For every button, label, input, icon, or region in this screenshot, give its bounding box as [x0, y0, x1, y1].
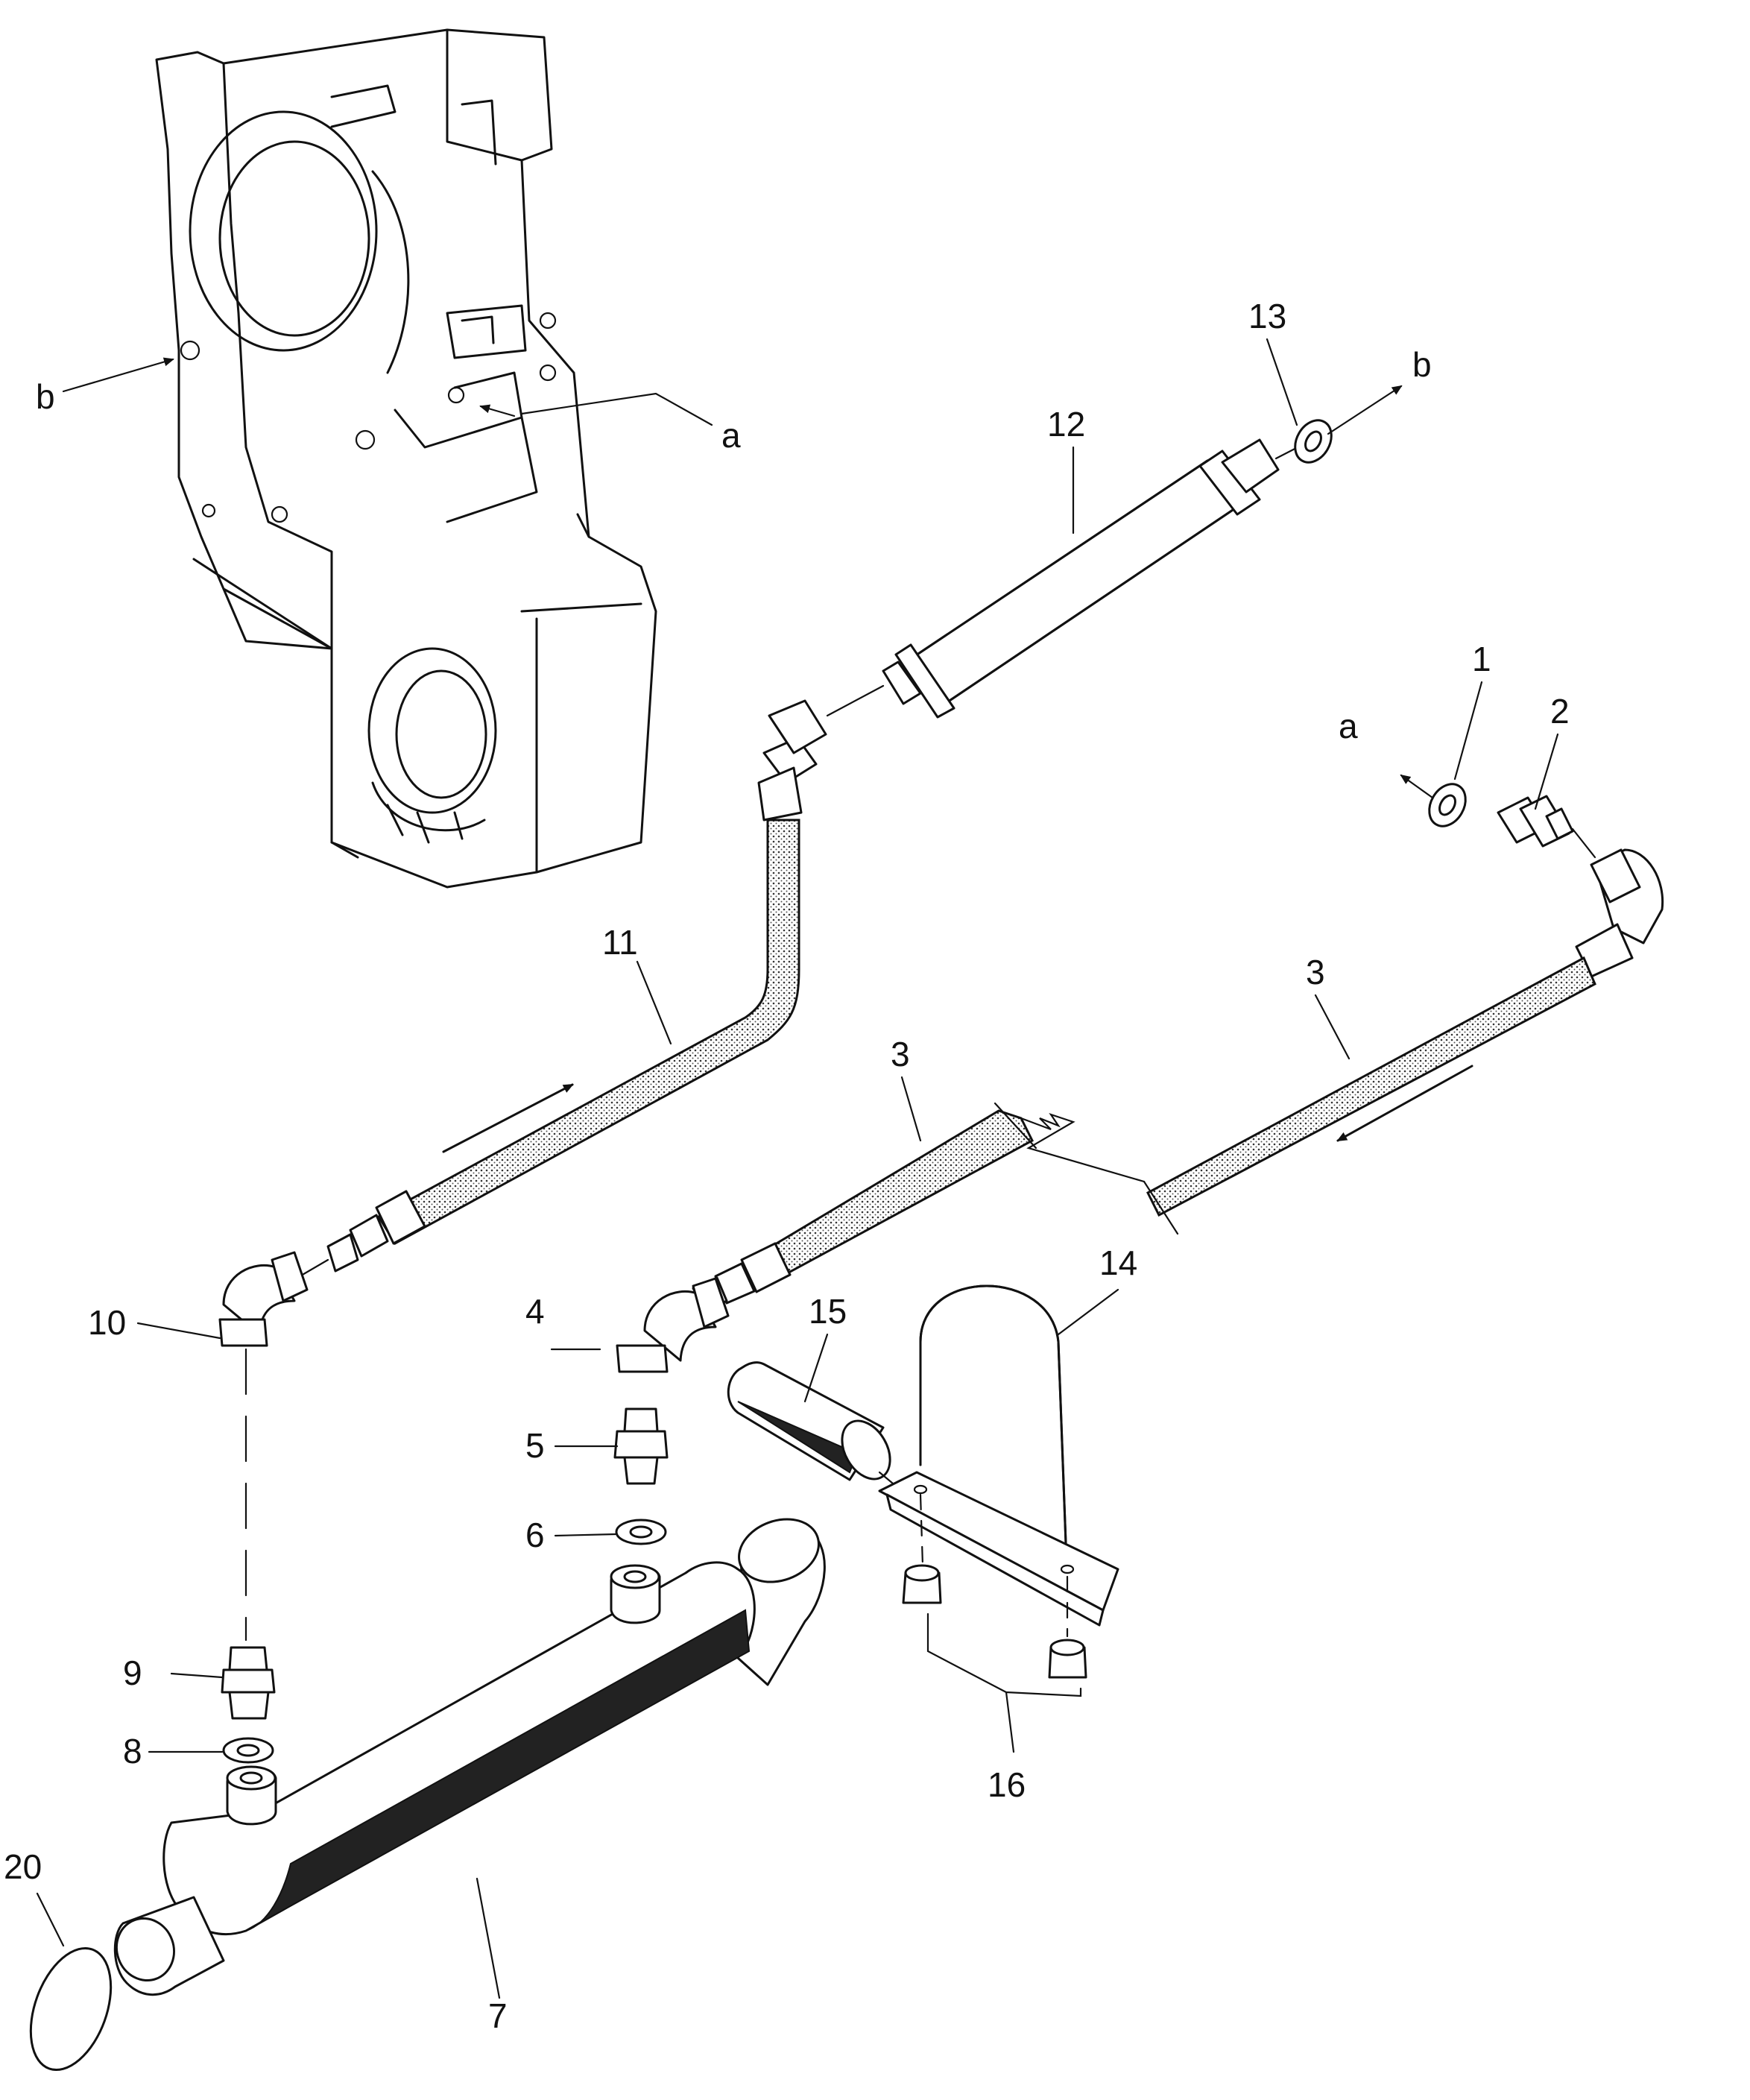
- nuts-16: [902, 1564, 1087, 1753]
- washer-8: [222, 1737, 274, 1764]
- callout-6: 6: [525, 1516, 545, 1554]
- washer-6: [615, 1519, 667, 1545]
- callout-3-lower: 3: [891, 1035, 910, 1073]
- callout-14: 14: [1099, 1243, 1137, 1282]
- callout-13: 13: [1248, 297, 1286, 335]
- callout-9: 9: [123, 1653, 142, 1692]
- line-port-a: a: [1339, 707, 1434, 799]
- line-port-b: b: [1327, 345, 1432, 435]
- washer-13: [1294, 419, 1333, 464]
- fitting-2: [1497, 795, 1596, 859]
- callout-10: 10: [88, 1303, 126, 1342]
- cushion-15: [727, 1361, 903, 1492]
- callout-8: 8: [123, 1732, 142, 1771]
- hose-11: [282, 699, 827, 1287]
- callouts: 13 12 1 2 3 11 3 14 15 10 4 5 6 9 8 16 2…: [4, 297, 1570, 2035]
- callout-4: 4: [525, 1292, 545, 1331]
- elbow-10: [218, 1251, 309, 1347]
- callout-11: 11: [602, 923, 638, 962]
- label-a-case: a: [721, 416, 741, 455]
- u-bolt-14: [878, 1284, 1119, 1638]
- elbow-4: [616, 1277, 730, 1373]
- strainer-12: [826, 438, 1302, 719]
- hose-3-lower: [666, 1102, 1037, 1314]
- fitting-5: [613, 1407, 669, 1485]
- callout-1: 1: [1472, 640, 1491, 678]
- label-a-line: a: [1339, 707, 1358, 745]
- callout-7: 7: [488, 1996, 508, 2035]
- callout-15: 15: [809, 1292, 847, 1331]
- callout-12: 12: [1047, 405, 1085, 444]
- flow-arrow-3: [1336, 1065, 1473, 1142]
- flow-arrow-11: [442, 1083, 574, 1153]
- case-port-a: a: [479, 392, 741, 455]
- callout-5: 5: [525, 1426, 545, 1465]
- callout-2: 2: [1550, 692, 1570, 731]
- callout-16: 16: [988, 1765, 1026, 1804]
- leader-lines: [36, 338, 1559, 1999]
- fitting-9: [221, 1646, 276, 1720]
- callout-3-upper: 3: [1306, 953, 1325, 991]
- washer-1: [1428, 783, 1467, 827]
- oil-cooler-7: [113, 1518, 826, 1996]
- hose-3-upper: [1020, 848, 1664, 1235]
- transmission-case: [155, 28, 657, 889]
- plug-20: [29, 1946, 113, 2072]
- case-port-b: b: [36, 357, 174, 416]
- callout-20: 20: [4, 1847, 42, 1886]
- label-b-case: b: [36, 377, 55, 416]
- label-b-line: b: [1412, 345, 1432, 384]
